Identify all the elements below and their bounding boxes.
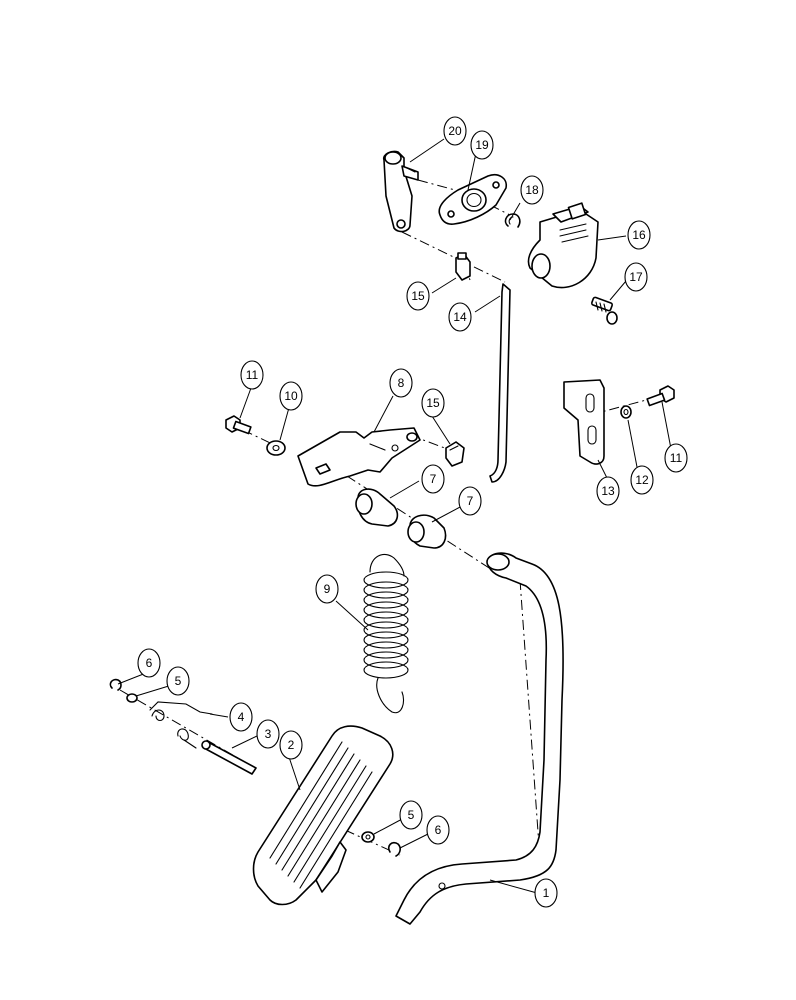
callout-label: 5 <box>175 674 182 688</box>
part-7-bushing-lower <box>407 514 447 549</box>
callout-label: 7 <box>430 472 437 486</box>
part-9-spring <box>363 554 409 714</box>
callout-label: 20 <box>448 124 462 138</box>
part-3-pin <box>201 740 257 775</box>
part-5-washer-right <box>361 831 375 843</box>
callout-4: 4 <box>229 702 253 732</box>
part-1-pedal-arm <box>395 552 564 925</box>
callout-11-left: 11 <box>240 360 264 390</box>
part-10-washer <box>266 440 286 456</box>
callout-20: 20 <box>443 116 467 146</box>
callout-13: 13 <box>596 476 620 506</box>
part-15-clip-lower <box>445 441 465 467</box>
callout-label: 15 <box>426 396 440 410</box>
part-6-clip-right <box>387 841 401 857</box>
part-12-washer <box>620 405 632 419</box>
part-7-bushing-upper <box>355 488 399 527</box>
callout-label: 6 <box>146 656 153 670</box>
part-2-pedal-pad <box>252 725 394 906</box>
callout-3: 3 <box>256 719 280 749</box>
callout-label: 1 <box>543 886 550 900</box>
callout-label: 13 <box>601 484 615 498</box>
callout-label: 15 <box>411 289 425 303</box>
callout-6-left: 6 <box>137 648 161 678</box>
callout-7-lower: 7 <box>458 486 482 516</box>
callout-label: 8 <box>398 376 405 390</box>
callout-label: 10 <box>284 389 298 403</box>
part-17-screw <box>590 296 618 325</box>
part-5-washer-left <box>126 693 138 703</box>
callout-label: 11 <box>670 451 683 465</box>
part-13-plate <box>563 379 605 465</box>
callout-label: 3 <box>265 727 272 741</box>
callout-16: 16 <box>627 220 651 250</box>
callout-15-lower: 15 <box>421 388 445 418</box>
callout-label: 12 <box>635 473 649 487</box>
part-16-sensor <box>527 202 599 289</box>
callout-17: 17 <box>624 262 648 292</box>
callout-8: 8 <box>389 368 413 398</box>
callout-6-right: 6 <box>426 815 450 845</box>
part-15-clip-upper <box>455 252 471 281</box>
callout-2: 2 <box>279 730 303 760</box>
callout-18: 18 <box>520 175 544 205</box>
callout-label: 6 <box>435 823 442 837</box>
callout-7-upper: 7 <box>421 464 445 494</box>
callout-label: 5 <box>408 808 415 822</box>
part-8-bracket <box>297 427 421 487</box>
callout-label: 19 <box>475 138 489 152</box>
part-19-flange <box>438 173 508 225</box>
part-6-clip-left <box>109 678 122 691</box>
leader-lines <box>117 138 673 894</box>
callout-label: 4 <box>238 710 245 724</box>
callout-10: 10 <box>279 381 303 411</box>
callout-label: 7 <box>467 494 474 508</box>
callout-15-upper: 15 <box>406 281 430 311</box>
callout-label: 11 <box>246 368 259 382</box>
part-20-lever <box>382 150 419 233</box>
callout-14: 14 <box>448 302 472 332</box>
callout-label: 17 <box>629 270 643 284</box>
callout-5-right: 5 <box>399 800 423 830</box>
callout-1: 1 <box>534 878 558 908</box>
callout-11-right: 11 <box>664 443 688 473</box>
callout-9: 9 <box>315 574 339 604</box>
part-14-rod <box>489 283 511 483</box>
part-11-bolt-left <box>225 415 252 435</box>
callout-12: 12 <box>630 465 654 495</box>
callout-19: 19 <box>470 130 494 160</box>
callout-label: 16 <box>632 228 646 242</box>
part-4-torsion-spring <box>149 701 213 749</box>
callout-label: 18 <box>525 183 539 197</box>
callout-5-left: 5 <box>166 666 190 696</box>
part-11-bolt-right <box>646 385 675 407</box>
callout-label: 9 <box>324 582 331 596</box>
callout-label: 14 <box>453 310 467 324</box>
callout-label: 2 <box>288 738 295 752</box>
